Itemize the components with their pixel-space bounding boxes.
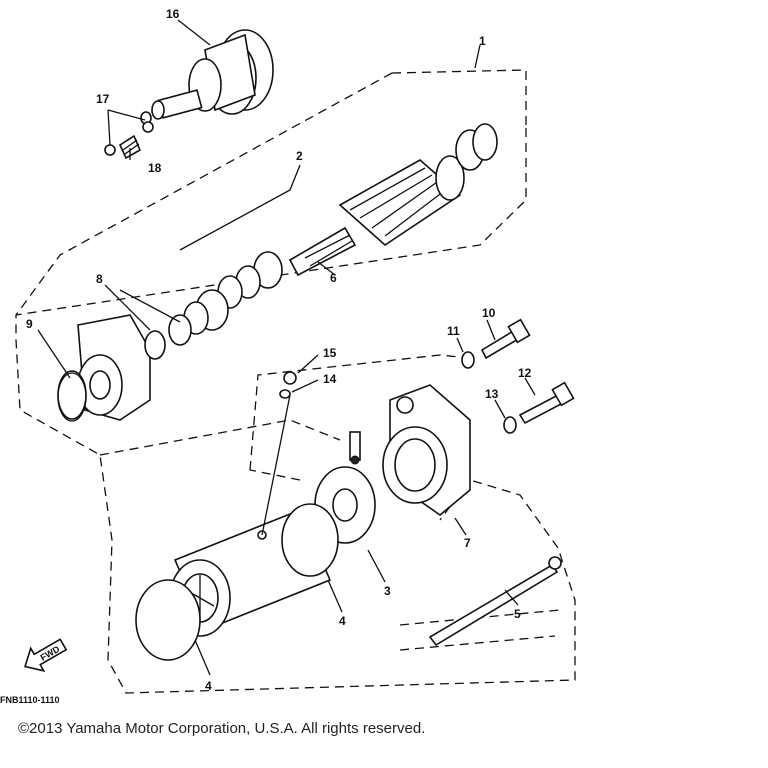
part-code: FNB1110-1110 xyxy=(0,695,60,705)
armature xyxy=(288,155,465,277)
callout-13: 13 xyxy=(485,387,499,401)
callout-5: 5 xyxy=(514,607,521,621)
bolt-10 xyxy=(480,318,531,360)
housing-boundary xyxy=(99,419,341,456)
front-cover xyxy=(57,314,192,421)
nut-15-washer-14 xyxy=(279,371,297,399)
callout-2: 2 xyxy=(296,149,303,163)
bolt-12 xyxy=(518,381,575,425)
assembly-boundary xyxy=(15,69,576,694)
washers-11-13 xyxy=(461,351,517,434)
copyright-notice: ©2013 Yamaha Motor Corporation, U.S.A. A… xyxy=(18,720,426,737)
callout-4-upper: 4 xyxy=(339,614,346,628)
callout-3: 3 xyxy=(384,584,391,598)
callout-18: 18 xyxy=(148,161,162,175)
callout-14: 14 xyxy=(323,372,337,386)
callout-17: 17 xyxy=(96,92,110,106)
callout-8: 8 xyxy=(96,272,103,286)
callout-9: 9 xyxy=(26,317,33,331)
through-bolt xyxy=(428,556,562,647)
nut-and-washer xyxy=(104,121,154,160)
callout-16: 16 xyxy=(166,7,180,21)
callout-10: 10 xyxy=(482,306,496,320)
fwd-arrow-icon: FWD xyxy=(24,638,68,672)
callout-11: 11 xyxy=(447,324,460,338)
callout-4-lower: 4 xyxy=(205,679,212,693)
callout-7: 7 xyxy=(464,536,471,550)
yoke-housing xyxy=(135,503,339,661)
assembly-boundary-top xyxy=(15,72,393,316)
leader-lines xyxy=(37,19,536,676)
callout-1: 1 xyxy=(479,34,486,48)
rear-cover xyxy=(382,384,471,517)
callout-12: 12 xyxy=(518,366,532,380)
callout-15: 15 xyxy=(323,346,337,360)
o-rings xyxy=(57,372,87,422)
clutch-assembly xyxy=(140,29,274,125)
brush-holder-boundary xyxy=(249,354,469,471)
callout-6: 6 xyxy=(330,271,337,285)
